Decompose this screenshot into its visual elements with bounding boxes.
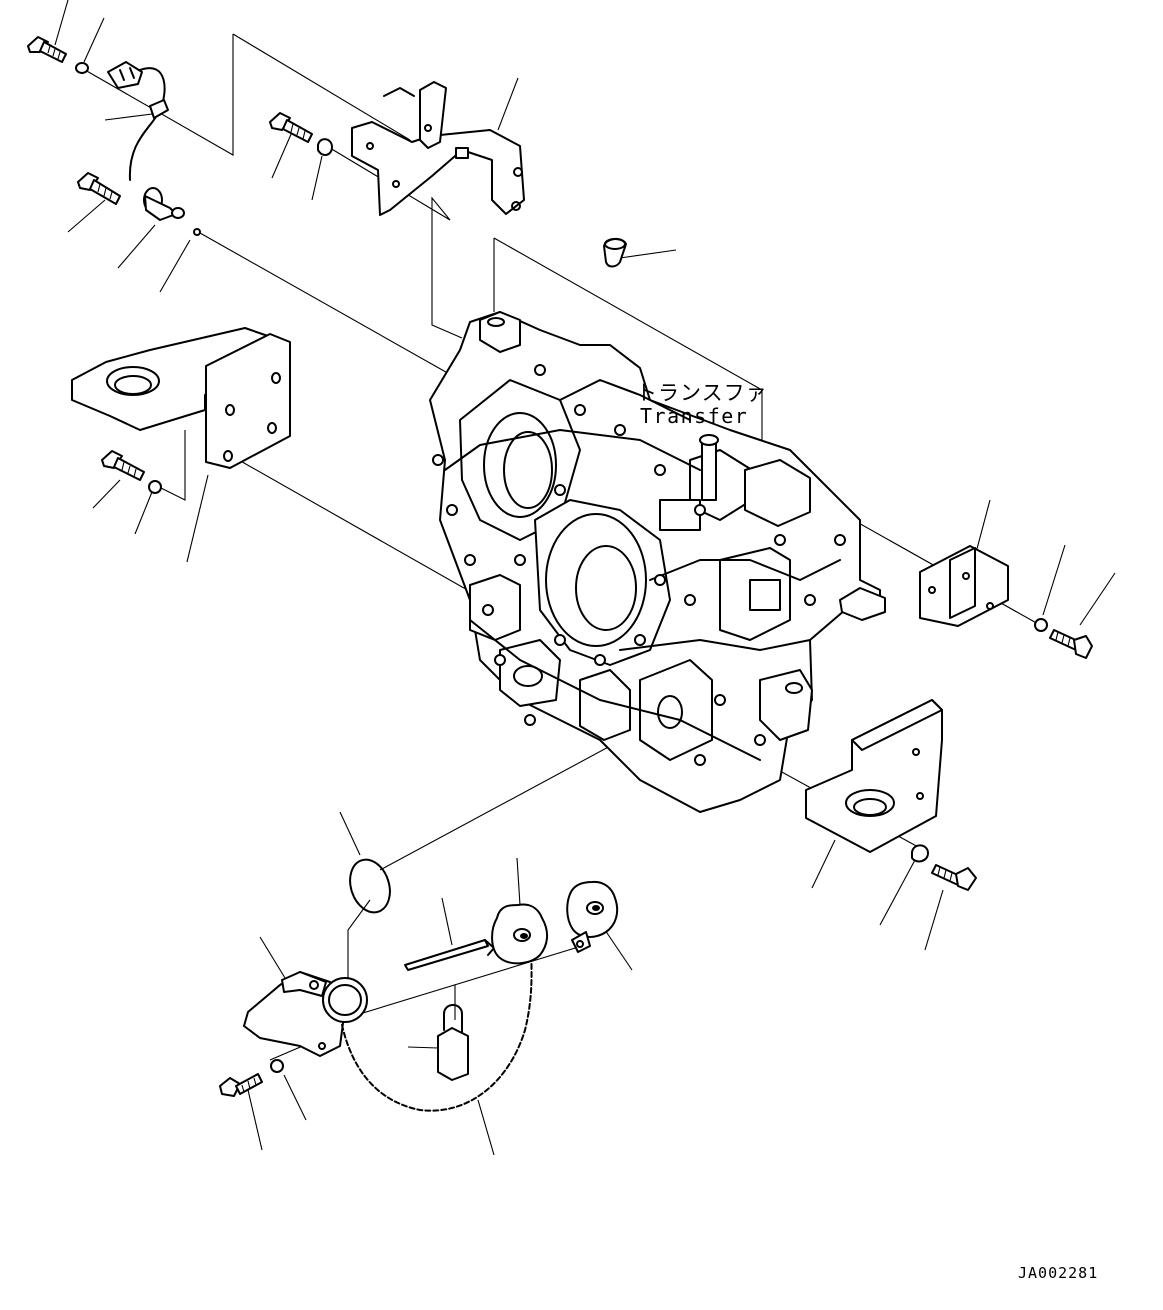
filler-cap-2 <box>566 880 619 953</box>
drawing-number: JA002281 <box>1018 1264 1099 1282</box>
mount-bracket-right-small <box>919 545 1009 627</box>
washer-top-center <box>317 138 333 156</box>
speed-sensor <box>107 61 185 221</box>
washer-bottom-left <box>270 1059 284 1073</box>
washer-right <box>1034 618 1048 632</box>
mount-bracket-left <box>71 327 291 469</box>
bolt-bottom-left <box>219 1073 263 1097</box>
component-label-japanese: トランスファ <box>636 381 768 405</box>
harness-bracket <box>351 81 525 216</box>
bolt-top-center <box>269 112 313 143</box>
washer-left-mount <box>148 480 162 494</box>
bolt-right <box>1049 629 1093 659</box>
o-ring-small <box>193 228 201 236</box>
mount-bracket-right <box>805 699 943 853</box>
sensor-bolt <box>77 172 121 205</box>
bolt-top-left <box>27 36 67 63</box>
bolt-left-mount <box>101 450 145 481</box>
cap-chain <box>341 954 533 1112</box>
component-label-english: Transfer <box>640 404 749 428</box>
case-bolt-heads <box>432 364 846 766</box>
filler-cap-1 <box>491 903 548 965</box>
hex-key <box>404 939 495 971</box>
o-ring-large <box>349 858 391 914</box>
filler-neck-bracket <box>243 971 368 1057</box>
washer-top-left <box>75 62 89 74</box>
washer-right-mount <box>911 844 929 863</box>
plug <box>603 238 627 268</box>
transfer-case <box>429 311 886 813</box>
bolt-right-mount <box>931 864 977 891</box>
padlock <box>437 1004 469 1081</box>
